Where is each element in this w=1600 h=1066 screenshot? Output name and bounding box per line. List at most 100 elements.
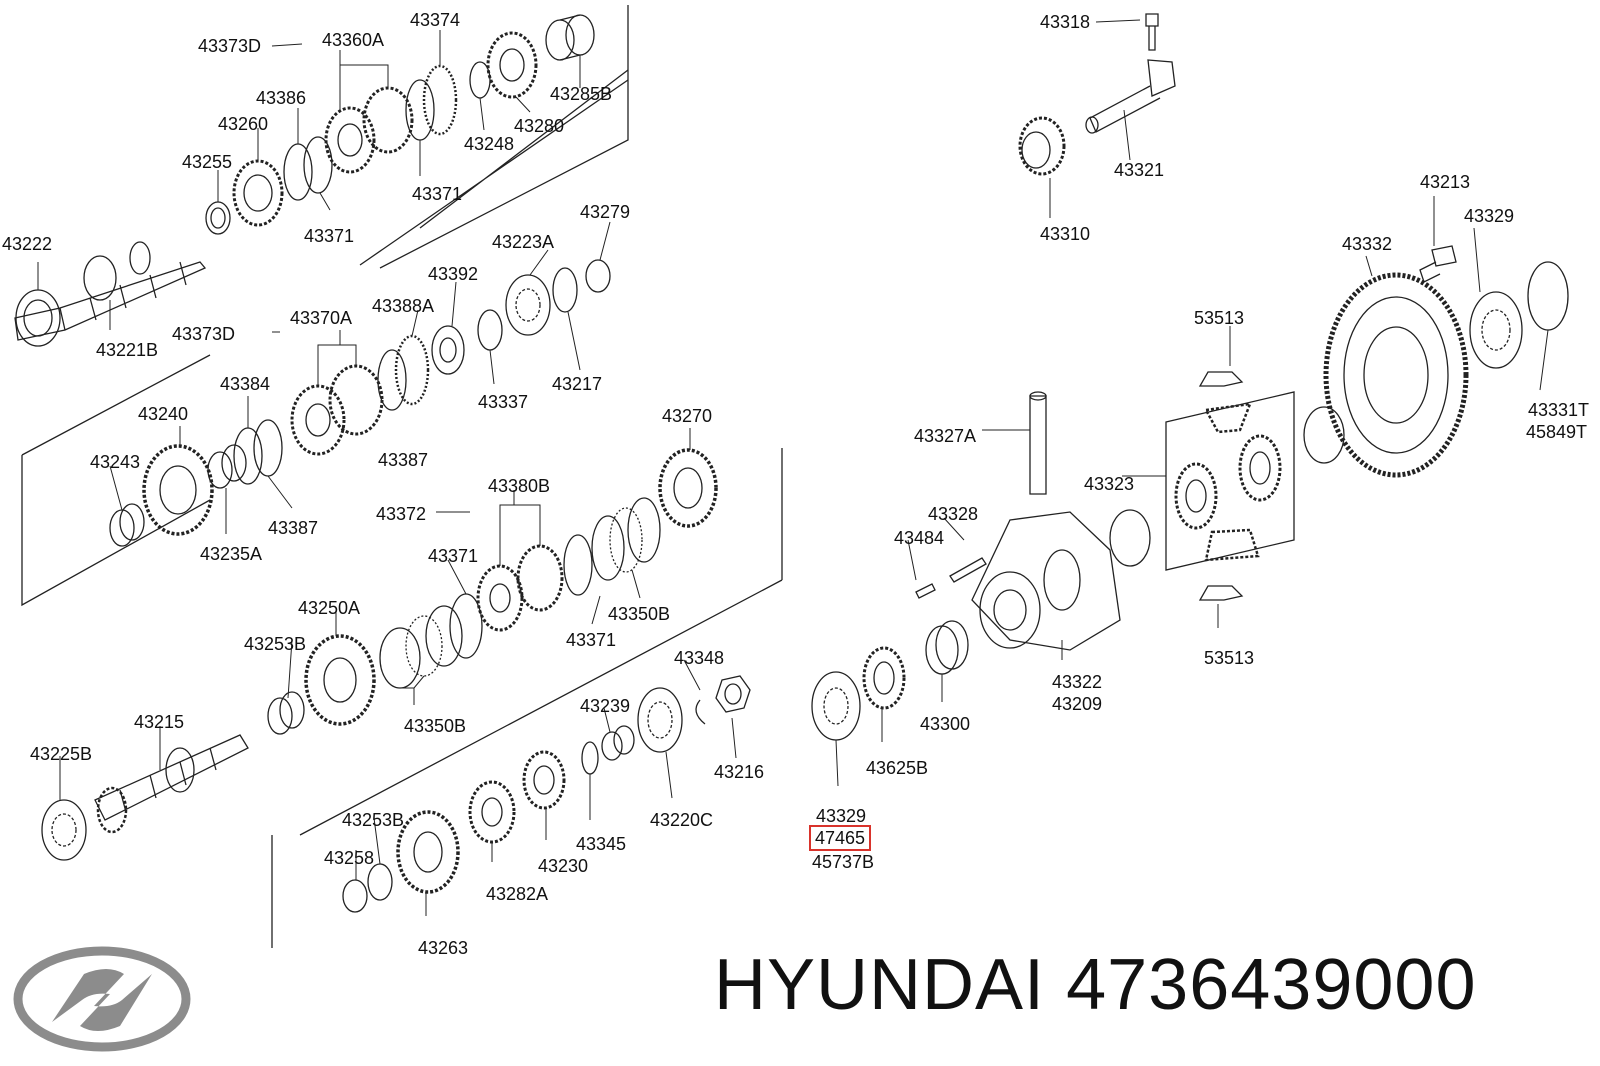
bearing-43220C [637, 687, 683, 753]
thrust-washer-43323-right [1109, 509, 1151, 567]
bearing-43255 [205, 201, 231, 235]
part-label: 43331T [1528, 400, 1590, 420]
gear-43260 [232, 159, 284, 227]
part-number-caption: HYUNDAI 4736439000 [714, 944, 1477, 1026]
ring-43387-b [377, 349, 407, 411]
part-label: 43332 [1342, 234, 1393, 254]
part-label: 43239 [580, 696, 631, 716]
part-label: 43348 [674, 648, 725, 668]
part-label: 45737B [812, 852, 875, 872]
part-label: 43329 [1464, 206, 1515, 226]
bearing-43329-a [1469, 291, 1523, 369]
part-label: 43322 [1052, 672, 1103, 692]
snap-ring-43345 [581, 741, 599, 775]
ring-43374 [422, 64, 458, 136]
part-label: 43371 [304, 226, 355, 246]
part-label: 43387 [378, 450, 429, 470]
synchro-hub-43360A [324, 86, 414, 174]
part-label: 43380B [488, 476, 551, 496]
part-label: 43255 [182, 152, 233, 172]
part-label: 43388A [372, 296, 435, 316]
part-label: 43221B [96, 340, 159, 360]
ring-43371-d [563, 534, 593, 596]
synchro-hub-43380B [476, 544, 564, 632]
sleeve-43239 [601, 725, 635, 761]
snap-ring-43279 [585, 259, 611, 293]
part-number: 4736439000 [1066, 945, 1477, 1025]
gear-43310 [1018, 116, 1066, 176]
input-shaft-43221B [14, 241, 207, 347]
part-label: 43215 [134, 712, 185, 732]
part-label: 43282A [486, 884, 549, 904]
part-label: 43223A [492, 232, 555, 252]
ring-43388A [394, 334, 430, 406]
part-label: 43345 [576, 834, 627, 854]
part-label: 43371 [412, 184, 463, 204]
highlighted-part-label: 47465 [808, 825, 872, 851]
part-label: 43253B [342, 810, 405, 830]
bearing-43235A [207, 444, 247, 489]
ring-gear-43332 [1323, 272, 1469, 478]
part-label: 43310 [1040, 224, 1091, 244]
part-label: 43384 [220, 374, 271, 394]
leader-lines [37, 19, 1549, 916]
part-label: 43373D [172, 324, 236, 344]
part-label: 43350B [404, 716, 467, 736]
part-label: 43386 [256, 88, 307, 108]
bearing-43329-b [811, 671, 861, 741]
part-label: 43337 [478, 392, 529, 412]
part-label: 43373D [198, 36, 262, 56]
gear-43250A [304, 634, 376, 726]
shift-lever-43321 [1085, 59, 1176, 134]
ring-43387-a [253, 419, 283, 477]
part-label: 43213 [1420, 172, 1471, 192]
brand-name: HYUNDAI [714, 945, 1046, 1025]
part-label: 43387 [268, 518, 319, 538]
part-label: 43280 [514, 116, 565, 136]
differential-case-43322 [971, 511, 1121, 651]
pinion-gear-lower [1204, 528, 1260, 562]
part-label: 43374 [410, 10, 461, 30]
bolt-43213 [1419, 245, 1457, 283]
gear-43282A [468, 780, 516, 844]
part-label: 43260 [218, 114, 269, 134]
bearing-race-43300 [925, 620, 969, 675]
shim-43331T [1527, 261, 1569, 331]
ring-43386 [283, 143, 313, 201]
pinion-gear-upper [1204, 402, 1252, 434]
part-label: 43217 [552, 374, 603, 394]
washer-53513-top [1198, 371, 1244, 387]
part-label: 43372 [376, 504, 427, 524]
synchro-ring-43350B-a [379, 605, 463, 689]
part-label: 43243 [90, 452, 141, 472]
part-label: 43209 [1052, 694, 1103, 714]
part-label: 43323 [1084, 474, 1135, 494]
part-label: 43329 [816, 806, 867, 826]
part-label: 43371 [428, 546, 479, 566]
part-label: 43350B [608, 604, 671, 624]
part-label: 43230 [538, 856, 589, 876]
part-label: 43285B [550, 84, 613, 104]
part-label: 43263 [418, 938, 469, 958]
side-gear-left [1174, 462, 1218, 530]
bearing-43223A [505, 274, 551, 336]
part-label: 43216 [714, 762, 765, 782]
bolt-43318 [1145, 13, 1159, 51]
hyundai-logo-icon [13, 946, 191, 1052]
gear-43280 [486, 31, 538, 99]
ring-43337 [477, 309, 503, 351]
part-label: 43327A [914, 426, 977, 446]
pinion-shaft-43327A [1029, 391, 1047, 495]
washer-53513-bottom [1198, 585, 1244, 601]
part-label: 43370A [290, 308, 353, 328]
snap-ring-43217 [552, 267, 578, 313]
side-gear-box-43323 [1165, 391, 1295, 571]
output-shaft-43215 [94, 734, 249, 834]
gear-43270 [658, 448, 718, 528]
part-label: 45849T [1526, 422, 1588, 442]
pin-43328 [949, 557, 987, 583]
part-label: 43220C [650, 810, 714, 830]
ring-43371-c [449, 593, 483, 659]
bushing-43285B [545, 14, 595, 61]
